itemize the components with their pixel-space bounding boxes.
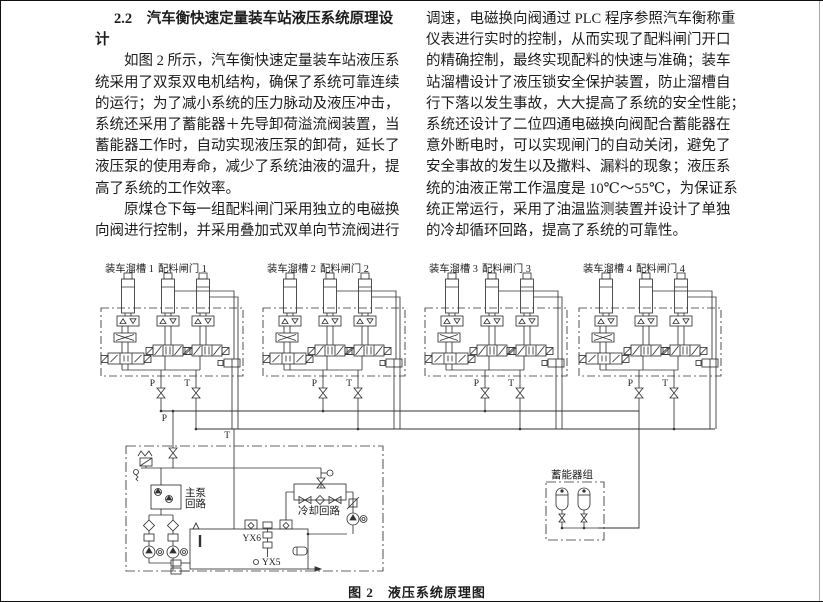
level-switch xyxy=(262,541,273,549)
gate-label-1: 配料闸门 1 xyxy=(158,262,207,275)
chute-label-1: 装车溜槽 1 xyxy=(105,262,154,275)
text-line: 的精确控制，最终实现配料的快速与准确；装车 xyxy=(426,53,731,70)
text-line: 安全事故的发生以及撒料、漏料的现象；液压系 xyxy=(426,159,731,176)
text-line: 的运行；为了减小系统的压力脉动及液压冲击， xyxy=(95,95,400,112)
main-pump-box xyxy=(150,484,182,510)
junction-dots xyxy=(159,409,676,536)
level-switch-yx5-label: YX5 xyxy=(262,558,281,568)
port-t-label: T xyxy=(508,379,514,389)
port-p-label: P xyxy=(628,379,633,389)
bus-lines xyxy=(161,410,715,529)
gate-label-4: 配料闸门 4 xyxy=(636,262,685,275)
port-t-label: T xyxy=(184,379,190,389)
cooling-circuit-label: 冷却回路 xyxy=(298,504,340,517)
text-line: 高了系统的工作效率。 xyxy=(95,180,240,197)
valve-group-1 xyxy=(100,272,244,430)
text-line: 仪表进行实时的控制，从而实现了配料闸门开口 xyxy=(426,32,731,49)
hydraulic-schematic: 装车溜槽 1 配料闸门 1 装车溜槽 2 配料闸门 2 装车溜槽 3 配料闸门 … xyxy=(100,262,722,575)
heat-exchanger-loop xyxy=(293,483,347,501)
section-heading-line: 计 xyxy=(95,32,110,49)
accumulator-group xyxy=(545,481,639,541)
text-line: 蓄能器工作时，自动实现液压泵的卸荷，延长了 xyxy=(95,138,400,155)
figure-caption: 图 2 液压系统原理图 xyxy=(348,585,486,600)
bus-t-label: T xyxy=(224,431,230,441)
pressure-gauge-icon xyxy=(326,469,334,477)
text-line: 系统还设计了二位四通电磁换向阀配合蓄能器在 xyxy=(426,116,731,133)
drain-arrow xyxy=(314,566,323,572)
level-switch xyxy=(262,521,273,529)
text-line: 统的油液正常工作温度是 10℃～55℃，为保证系 xyxy=(426,180,738,197)
port-p-label: P xyxy=(312,379,317,389)
gate-label-2: 配料闸门 2 xyxy=(320,262,369,275)
motor-icon xyxy=(359,515,368,523)
level-switch xyxy=(262,531,273,539)
main-pump-label-line2: 回路 xyxy=(185,497,206,510)
text-line: 行下落以发生事故，大大提高了系统的安全性能； xyxy=(426,95,745,112)
filter-icon xyxy=(142,519,180,532)
chute-label-2: 装车溜槽 2 xyxy=(267,262,316,275)
valve-group-2 xyxy=(262,272,406,430)
text-line: 系统还采用了蓄能器＋先导卸荷溢流阀装置，当 xyxy=(95,116,400,133)
level-switch-yx6-label: YX6 xyxy=(243,534,262,544)
text-line: 统采用了双泵双电机结构，确保了系统可靠连续 xyxy=(95,74,400,91)
text-line: 液压泵的使用寿命，减少了系统油液的温升，提 xyxy=(95,159,400,176)
pressure-gauge-icon xyxy=(133,469,139,475)
left-column: 2.2 汽车衡快速定量装车站液压系统原理设 计 如图 2 所示，汽车衡快速定量装… xyxy=(95,9,411,242)
text-line: 向阀进行控制，并采用叠加式双单向节流阀进行 xyxy=(95,222,400,239)
pump-station-boundary xyxy=(125,445,384,572)
accumulator-boundary xyxy=(545,481,605,541)
main-pump-label-line1: 主泵 xyxy=(185,487,206,499)
breather-icon xyxy=(192,522,200,530)
text-line: 意外断电时，可以实现闸门的自动关闭，避免了 xyxy=(426,138,731,155)
cooling-circuit xyxy=(285,468,368,535)
port-p-label: P xyxy=(474,379,479,389)
bus-p-label: P xyxy=(162,414,167,424)
text-line: 的冷却循环回路，提高了系统的可靠性。 xyxy=(426,222,687,239)
valve-group-3 xyxy=(424,272,568,430)
accumulator-label: 蓄能器组 xyxy=(551,468,593,481)
right-column: 调速，电磁换向阀通过 PLC 程序参照汽车衡称重 仪表进行实时的控制，从而实现了… xyxy=(426,9,745,242)
suction-strainer xyxy=(170,559,182,567)
section-heading-line: 2.2 汽车衡快速定量装车站液压系统原理设 xyxy=(114,11,394,27)
page-edge-line xyxy=(819,1,820,601)
pump-station xyxy=(125,411,384,575)
chute-label-4: 装车溜槽 4 xyxy=(583,262,632,275)
motor-icon xyxy=(180,548,188,556)
text-line: 调速，电磁换向阀通过 PLC 程序参照汽车衡称重 xyxy=(426,11,736,27)
relief-valve-spring xyxy=(137,450,153,457)
text-line: 原煤仓下每一组配料闸门采用独立的电磁换 xyxy=(124,201,400,218)
air-filter xyxy=(244,519,258,530)
text-line: 统正常运行，采用了油温监测装置并设计了单独 xyxy=(426,201,731,218)
port-p-label: P xyxy=(150,379,155,389)
gate-label-3: 配料闸门 3 xyxy=(482,262,531,275)
text-line: 站溜槽设计了液压锁安全保护装置，防止溜槽自 xyxy=(426,74,731,91)
heater-icon xyxy=(292,546,308,556)
text-line: 如图 2 所示，汽车衡快速定量装车站液压系 xyxy=(124,53,400,70)
air-filter xyxy=(279,519,293,530)
valve-group-4 xyxy=(578,272,722,430)
chute-label-3: 装车溜槽 3 xyxy=(429,262,478,275)
port-t-label: T xyxy=(662,379,668,389)
port-t-label: T xyxy=(346,379,352,389)
motor-icon xyxy=(156,548,164,556)
